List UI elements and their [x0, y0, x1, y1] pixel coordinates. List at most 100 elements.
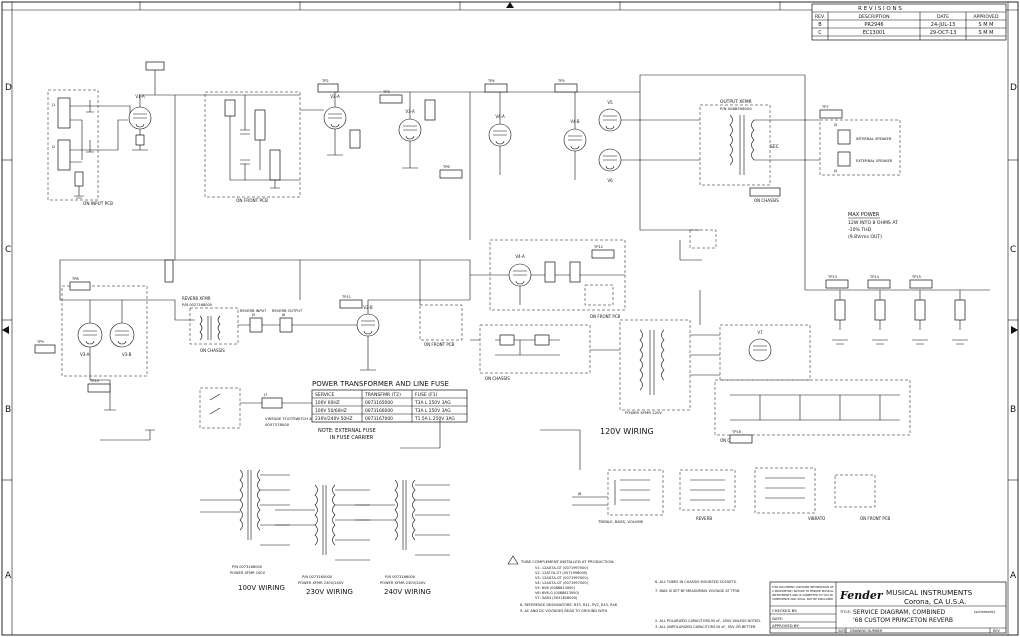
note-8: 8. REFERENCE DESIGNATORS: R33, R41, PV2,… — [520, 603, 617, 607]
company-location: Corona, CA U.S.A. — [904, 598, 966, 606]
v3a-label: V3-A — [80, 352, 90, 357]
reverb-control-label: REVERB — [696, 516, 712, 521]
max-power-line-1: 12W INTO 8 OHMS AT — [848, 220, 898, 226]
reverb-section: V3-A V3-B TP8 TP9 REVERB XFMR P/N 002716… — [34, 259, 305, 411]
fuse-row2-service: 100V 50/60HZ — [315, 408, 347, 414]
front-panel-pots: TREBLE, BASS, VOLUME J8 REVERB VIBRATO O… — [572, 467, 891, 524]
tube-v3: V3-A TP3 — [379, 90, 470, 169]
input-jack-1[interactable] — [57, 97, 71, 129]
fuse-row2-transformer: 0073166000 — [365, 408, 393, 414]
power-xfmr-120: POWER XFMR 120V 120V WIRING V7 — [600, 229, 811, 436]
rev-label: REV — [993, 629, 1000, 633]
confidential-line-1: THIS DOCUMENT CONTAINS INFORMATION OF — [771, 585, 834, 589]
fuse-row2-fuse: T3A L 250V 3AG — [414, 408, 451, 414]
confidential-line-2: A PROPRIETARY NATURE TO FENDER MUSICAL — [772, 589, 834, 593]
wiring-100v-pn: P/N 0073166000 — [232, 565, 263, 569]
revisions-title: R E V I S I O N S — [858, 6, 902, 12]
zone-c-right: C — [1010, 245, 1016, 255]
jack-j5-label: J5 — [251, 313, 255, 317]
tone-front-pcb-label: ON FRONT PCB — [236, 198, 268, 203]
footswitch-pn: 0057378000 — [265, 422, 290, 427]
zone-c-left: C — [5, 245, 11, 255]
note-6: 6. ALL TUBES IN CHASSIS MOUNTED SOCKETS. — [655, 580, 737, 584]
wiring-230v-label: 230V WIRING — [306, 588, 353, 596]
fuse-header-service: SERVICE — [315, 392, 334, 398]
wiring-230v-sub: POWER XFMR 230V/240V — [298, 581, 344, 585]
output-xfmr-pn: P/N 0088308000 — [720, 106, 752, 111]
input-jack-2[interactable] — [57, 139, 71, 171]
notes-head: TUBE COMPLEMENT INSTALLED AT PRODUCTION: — [520, 559, 614, 564]
footswitch: VINTAGE FOOTSWITCH ASSEMBLY 0057378000 J… — [199, 387, 330, 429]
tp7-label: TP7 — [821, 105, 829, 109]
note-7: 7. BIAS IS SET BY MEASURING VOLTAGE AT T… — [655, 589, 740, 593]
input-section: ON INPUT PCB J1 J2 — [47, 89, 131, 206]
tp4-label: TP4 — [487, 79, 495, 83]
title-block: THIS DOCUMENT CONTAINS INFORMATION OF A … — [769, 581, 1007, 634]
fuse-header-transformer: TRANSFMR (T2) — [364, 392, 401, 398]
input-pcb-label: ON INPUT PCB — [83, 201, 113, 206]
zone-b-right: B — [1010, 405, 1016, 415]
tone-stack: ON FRONT PCB — [175, 91, 301, 203]
max-power-title: MAX POWER — [848, 212, 880, 218]
drawing-title-note: (schematic) — [974, 610, 996, 614]
production-notes: TUBE COMPLEMENT INSTALLED AT PRODUCTION:… — [507, 555, 761, 629]
tp11-label: TP11 — [341, 295, 351, 299]
confidential-line-3: INSTRUMENTS AND IS SUBMITTED TO YOU IN — [772, 593, 833, 597]
sec-label: SEC — [770, 144, 779, 150]
rev-header-approved: APPROVED — [974, 14, 999, 20]
wiring-240v: P/N 0073166000 POWER XFMR 230V/240V 240V… — [355, 479, 450, 596]
jack-j1-label: J1 — [51, 103, 55, 107]
rev-b-approved: S M M — [979, 22, 994, 28]
zone-d-right: D — [1010, 83, 1017, 93]
note-tube-1: V1: 12AX7A-GT (0071997000) — [535, 566, 589, 570]
v120-wiring-label: 120V WIRING — [600, 427, 654, 436]
note-tube-2: V2: 12AT7A-GT (0071998000) — [535, 571, 588, 575]
company-name: MUSICAL INSTRUMENTS — [886, 588, 973, 597]
front-pcb-label-b: ON FRONT PCB — [860, 516, 891, 521]
interconnect-wiring — [59, 92, 700, 470]
jack-j4-label: J4 — [833, 169, 838, 173]
wiring-240v-pn: P/N 0073166000 — [385, 575, 416, 579]
fuse-row3-fuse: T1.5A L 250V 3AG — [414, 416, 455, 422]
rev-header-description: DESCRIPTION — [858, 14, 889, 20]
jack-j6-label: J6 — [281, 313, 286, 317]
wiring-100v: P/N 0073166000 POWER XFMR 100V 100V WIRI… — [200, 469, 290, 592]
fuse-row1-transformer: 0073165000 — [365, 400, 393, 406]
tp10-label: TP10 — [89, 379, 100, 383]
zone-a-right: A — [1010, 571, 1017, 581]
treble-bass-vol-label: TREBLE, BASS, VOLUME — [597, 519, 644, 524]
fuse-table: POWER TRANSFORMER AND LINE FUSE SERVICE … — [311, 380, 468, 441]
tp8-label: TP8 — [71, 277, 79, 281]
rev-c-rev: C — [818, 30, 822, 36]
wiring-100v-sub: POWER XFMR 100V — [230, 571, 266, 575]
rev-b-rev: B — [818, 22, 822, 28]
footswitch-jack[interactable] — [261, 397, 283, 409]
checked-by: CHECKED BY: — [772, 608, 797, 613]
note-tube-7: V7: 5AR4 (0051628000) — [535, 596, 578, 600]
jack-j8-label: J8 — [577, 492, 582, 496]
chassis-label-reverb: ON CHASSIS — [200, 348, 225, 353]
fuse-row3-transformer: 0073167000 — [365, 416, 393, 422]
zone-d-left: D — [5, 83, 12, 93]
title-label: TITLE: — [839, 610, 851, 614]
wiring-240v-label: 240V WIRING — [384, 588, 431, 596]
note-3: 3. ALL UNPOLARIZED CAPACITORS IN uF, 50V… — [655, 625, 756, 629]
footswitch-label: VINTAGE FOOTSWITCH ASSEMBLY — [265, 416, 330, 421]
output-xfmr-label: OUTPUT XFMR — [720, 99, 752, 105]
power-section: V5 V6 OUTPUT XFMR P/N 0088308000 SEC INT… — [598, 74, 901, 203]
fuse-note: NOTE: EXTERNAL FUSE — [318, 428, 376, 434]
wiring-230v-pn: P/N 0073165000 — [302, 575, 333, 579]
wiring-100v-label: 100V WIRING — [238, 584, 285, 592]
v3b-label: V3-B — [122, 352, 132, 357]
tp12-label: TP12 — [593, 245, 603, 249]
revisions-table: R E V I S I O N S REV. DESCRIPTION DATE … — [811, 3, 1007, 41]
v6-label: V6 — [607, 178, 613, 183]
tp15-label: TP15 — [911, 275, 921, 279]
fuse-row1-fuse: T3A L 250V 3AG — [414, 400, 451, 406]
chassis-label-output: ON CHASSIS — [754, 198, 779, 203]
drawing-number-label: DRAWING NUMBER — [850, 629, 883, 633]
tp9-label: TP9 — [36, 340, 44, 344]
rev-c-desc: EC13001 — [863, 30, 886, 36]
v4a-label: V4-A — [515, 254, 525, 259]
